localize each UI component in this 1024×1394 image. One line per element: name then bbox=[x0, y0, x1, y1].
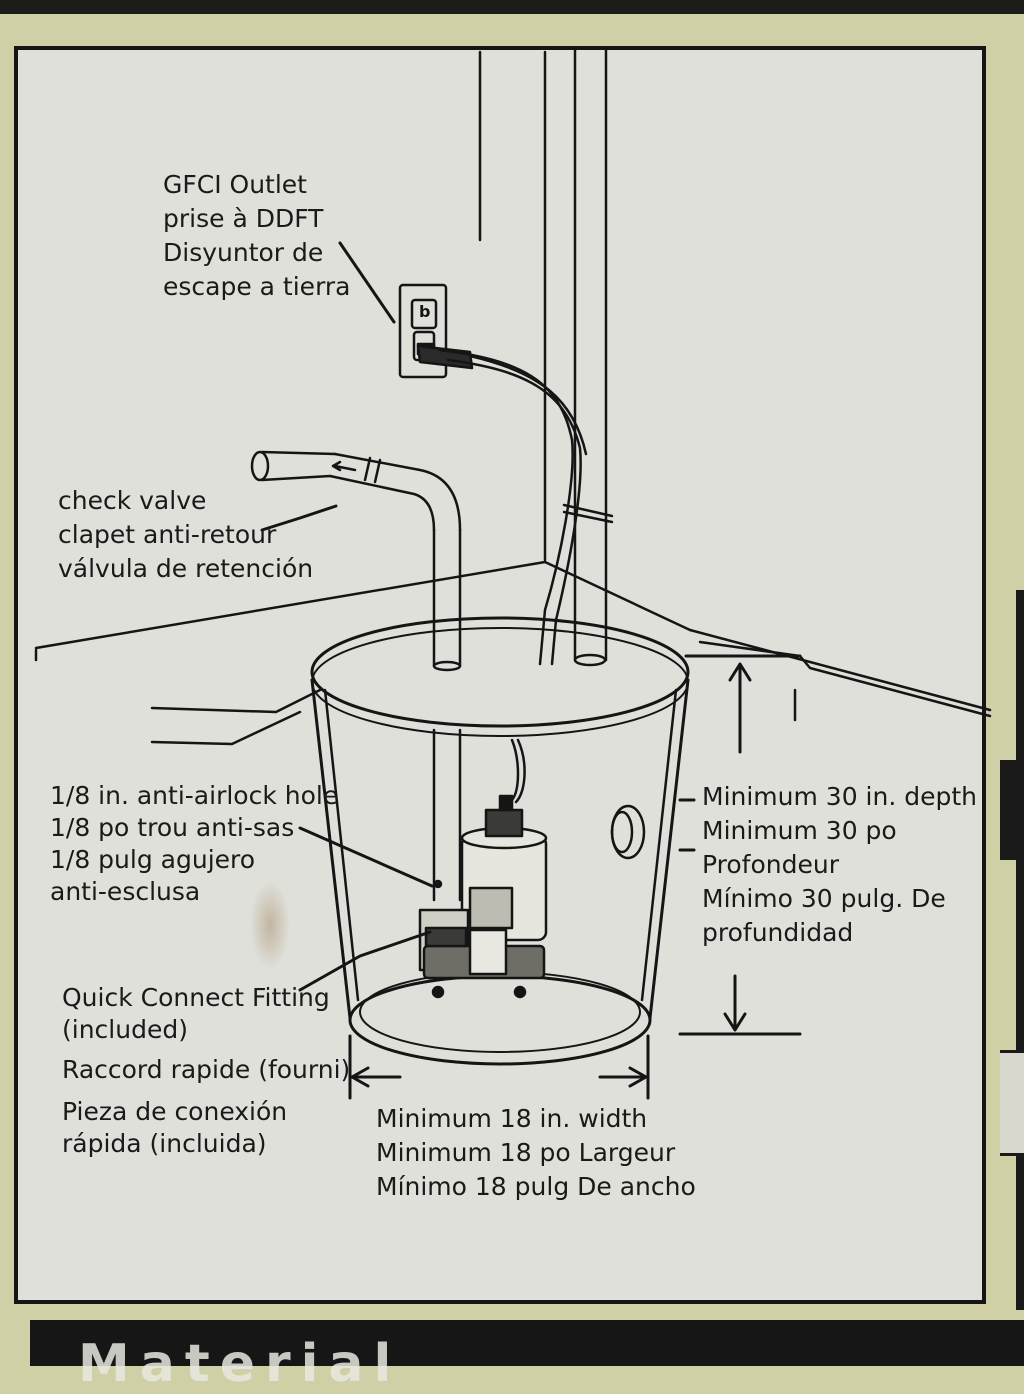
right-edge-strip bbox=[1000, 590, 1024, 1310]
bottom-banner: Material bbox=[30, 1320, 1024, 1390]
label-gfci-outlet: GFCI Outlet prise à DDFT Disyuntor de es… bbox=[163, 168, 351, 304]
right-edge-block bbox=[1000, 760, 1024, 860]
depth-dimension bbox=[678, 654, 802, 1036]
vertical-pipe bbox=[573, 48, 608, 667]
label-line: Profondeur bbox=[702, 850, 839, 879]
label-line: válvula de retención bbox=[58, 554, 314, 583]
label-line: Mínimo 18 pulg De ancho bbox=[376, 1172, 696, 1201]
label-line: Mínimo 30 pulg. De bbox=[702, 884, 946, 913]
label-line: Minimum 18 in. width bbox=[376, 1104, 648, 1133]
top-dark-band bbox=[0, 0, 1024, 14]
label-check-valve: check valve clapet anti-retour válvula d… bbox=[58, 484, 313, 586]
label-line: 1/8 in. anti-airlock hole bbox=[50, 781, 339, 810]
right-edge-box bbox=[1000, 1050, 1024, 1156]
label-quick-connect-fitting: Quick Connect Fitting (included) Raccord… bbox=[62, 982, 350, 1160]
room-walls bbox=[34, 50, 992, 746]
label-line: rápida (incluida) bbox=[62, 1129, 267, 1158]
label-line: Raccord rapide (fourni) bbox=[62, 1055, 351, 1084]
callout-leaders bbox=[260, 241, 434, 992]
label-line: (included) bbox=[62, 1015, 188, 1044]
width-dimension bbox=[348, 1034, 650, 1100]
label-line: 1/8 pulg agujero bbox=[50, 845, 256, 874]
label-line: clapet anti-retour bbox=[58, 520, 277, 549]
label-minimum-width: Minimum 18 in. width Minimum 18 po Large… bbox=[376, 1102, 696, 1204]
label-line: 1/8 po trou anti-sas bbox=[50, 813, 295, 842]
label-line: Quick Connect Fitting bbox=[62, 983, 330, 1012]
label-minimum-depth: Minimum 30 in. depth Minimum 30 po Profo… bbox=[702, 780, 977, 950]
sump-pump bbox=[418, 738, 548, 999]
label-line: Minimum 18 po Largeur bbox=[376, 1138, 676, 1167]
label-line: GFCI Outlet bbox=[163, 170, 307, 199]
discharge-pipe bbox=[250, 450, 462, 902]
gfci-outlet bbox=[398, 283, 614, 666]
sump-pump-illustration bbox=[34, 48, 992, 1100]
label-line: Disyuntor de bbox=[163, 238, 324, 267]
label-line: escape a tierra bbox=[163, 272, 351, 301]
right-edge-bar bbox=[1016, 590, 1024, 1310]
water-stain bbox=[250, 880, 290, 970]
label-line: profundidad bbox=[702, 918, 854, 947]
label-line: prise à DDFT bbox=[163, 204, 324, 233]
outlet-glyph: b bbox=[419, 302, 431, 321]
label-line: Pieza de conexión bbox=[62, 1097, 288, 1126]
diagram-panel bbox=[14, 46, 986, 1304]
label-line: Minimum 30 po bbox=[702, 816, 897, 845]
label-line: Minimum 30 in. depth bbox=[702, 782, 978, 811]
label-line: anti-esclusa bbox=[50, 877, 201, 906]
bottom-banner-text: Material bbox=[78, 1334, 402, 1394]
label-anti-airlock-hole: 1/8 in. anti-airlock hole 1/8 po trou an… bbox=[50, 780, 338, 908]
label-line: check valve bbox=[58, 486, 207, 515]
